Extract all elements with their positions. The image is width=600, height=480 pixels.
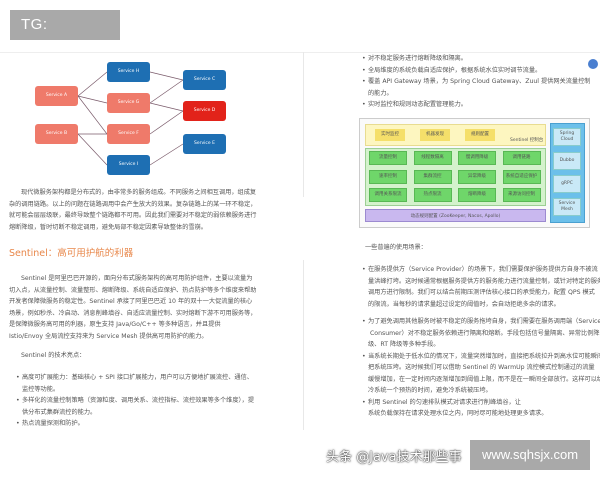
list-item: 当系统长期处于低水位的情况下，流量突然增加时，直接把系统拉升到高水位可能瞬间 把… xyxy=(362,351,600,397)
scenarios-title: 一些普遍的使用场景： xyxy=(365,244,427,251)
overlay-credit: 头条 @Java技术那些事 xyxy=(326,450,462,465)
service-node: Service D xyxy=(183,101,226,121)
text-line: 是保障微服务高可用的利器，原生支持 Java/Go/C++ 等多种语言，并且提供 xyxy=(9,321,221,328)
text-line: 熔断降级，暂时切断不稳定调用，避免局部不稳定因素导致整体的雪崩。 xyxy=(9,223,207,231)
adapter-item: Service Mesh xyxy=(553,198,581,216)
list-item: 对不稳定服务进行熔断降级和隔离。 xyxy=(362,53,600,65)
text-line: 切入点，从流量控制、流量整形、熔断降级、系统自适应保护、热点防护等多个维度来帮助 xyxy=(9,286,257,294)
text-line: 场景，例如秒杀、冷启动、消息削峰填谷、自适应流量控制、实时熔断下游不可用服务等， xyxy=(9,309,257,317)
service-node: Service H xyxy=(107,62,150,82)
watermark-bottom: www.sqhsjx.com xyxy=(470,440,590,470)
intro-paragraph: 现代微服务架构都是分布式的，由非常多的服务组成。不同服务之间相互调用，组成复 杂… xyxy=(9,187,257,233)
core-feature-cell: 熔断降级 xyxy=(458,188,496,202)
core-feature-cell: 热点限流 xyxy=(413,188,452,202)
service-node: Service C xyxy=(183,70,226,90)
features-title: Sentinel 的技术亮点： xyxy=(21,352,86,359)
core-feature-cell: 速率控制 xyxy=(369,169,407,184)
scenario-list: 在服务提供方（Service Provider）的场景下，我们需要保护服务提供方… xyxy=(362,264,600,420)
sentinel-paragraph: Sentinel 是阿里巴巴开源的，面向分布式服务架构的高可用防护组件，主要以流… xyxy=(9,273,257,342)
core-feature-cell: 线程数隔离 xyxy=(413,151,452,165)
service-call-diagram xyxy=(77,71,184,166)
list-item: 覆盖 API Gateway 场景，为 Spring Cloud Gateway… xyxy=(362,76,600,99)
core-feature-cell: 集群流控 xyxy=(413,169,452,184)
list-item: 多样化的流量控制策略（资源粒度、调用关系、流控指标、流控效果等多个维度），提 供… xyxy=(16,395,256,418)
watermark-top: TG: MYYJJPP xyxy=(10,10,120,63)
list-item: 实时监控和规则动态配置管理能力。 xyxy=(362,99,600,111)
page-gutter xyxy=(303,260,304,430)
core-feature-cell: 流量控制 xyxy=(369,151,407,165)
text-line: 开发者保障微服务的稳定性。Sentinel 承接了阿里巴巴近 10 年的双十一大… xyxy=(9,298,253,305)
right-feature-list: 对不稳定服务进行熔断降级和隔离。 全局维度的系统负载自适应保护，根据系统水位实时… xyxy=(362,53,600,111)
core-feature-cell: 系统自适应保护 xyxy=(502,169,541,184)
divider xyxy=(0,52,600,53)
list-item: 在服务提供方（Service Provider）的场景下，我们需要保护服务提供方… xyxy=(362,264,600,310)
list-item: 为了避免调用其他服务时被不稳定的服务拖垮自身，我们需要在服务调用端（Servic… xyxy=(362,316,600,351)
text-line: 现代微服务架构都是分布式的，由非常多的服务组成。不同服务之间相互调用，组成复 xyxy=(21,189,257,196)
service-node: Service I xyxy=(107,155,150,175)
service-node: Service E xyxy=(183,134,226,154)
console-item: 实时监控 xyxy=(375,129,405,141)
text-line: 就可能会层层级联，最终导致整个链路都不可用。因此我们需要对不稳定的弱依赖服务进行 xyxy=(9,212,257,219)
service-node: Service F xyxy=(107,124,150,144)
list-item: 高度可扩展能力：基础核心 + SPI 接口扩展能力，用户可以方便地扩展流控、通信… xyxy=(16,372,256,395)
list-item: 全局维度的系统负载自适应保护，根据系统水位实时调节流量。 xyxy=(362,65,600,77)
core-feature-cell: 慢调用降级 xyxy=(458,151,496,165)
text-line: Istio/Envoy 全局流控支持来为 Service Mesh 提供高可用防… xyxy=(9,332,208,340)
left-feature-list: 高度可扩展能力：基础核心 + SPI 接口扩展能力，用户可以方便地扩展流控、通信… xyxy=(16,372,256,430)
console-item: 规则配置 xyxy=(465,129,495,141)
adapter-item: Dubbo xyxy=(553,152,581,170)
core-feature-cell: 来源访问控制 xyxy=(502,188,541,202)
console-label: Sentinel 控制台 xyxy=(510,138,544,143)
adapter-item: Spring Cloud xyxy=(553,128,581,146)
service-node: Service B xyxy=(35,124,78,144)
page-gutter xyxy=(303,52,304,197)
core-feature-cell: 调用链路 xyxy=(502,151,541,165)
console-layer xyxy=(365,124,546,146)
service-node: Service A xyxy=(35,86,78,106)
text-line: Sentinel 是阿里巴巴开源的，面向分布式服务架构的高可用防护组件，主要以流… xyxy=(21,275,253,282)
core-feature-cell: 异常降级 xyxy=(458,169,496,184)
service-node: Service G xyxy=(107,93,150,113)
adapter-item: gRPC xyxy=(553,175,581,193)
dynamic-rules-layer: 动态规则配置 (ZooKeeper, Nacos, Apollo) xyxy=(365,209,546,222)
core-feature-cell: 调用关系限流 xyxy=(369,188,407,202)
console-item: 机器发现 xyxy=(420,129,450,141)
text-line: 杂的调用链路。以上的问题在链路调用中会产生放大的效果。复杂链路上的某一环不稳定， xyxy=(9,200,257,208)
section-heading: Sentinel：高可用护航的利器 xyxy=(9,248,134,259)
list-item: 利用 Sentinel 的匀速排队模式对请求进行削峰填谷，让 系统负载保持在请求… xyxy=(362,397,600,420)
list-item: 热点流量探测和防护。 xyxy=(16,418,256,430)
